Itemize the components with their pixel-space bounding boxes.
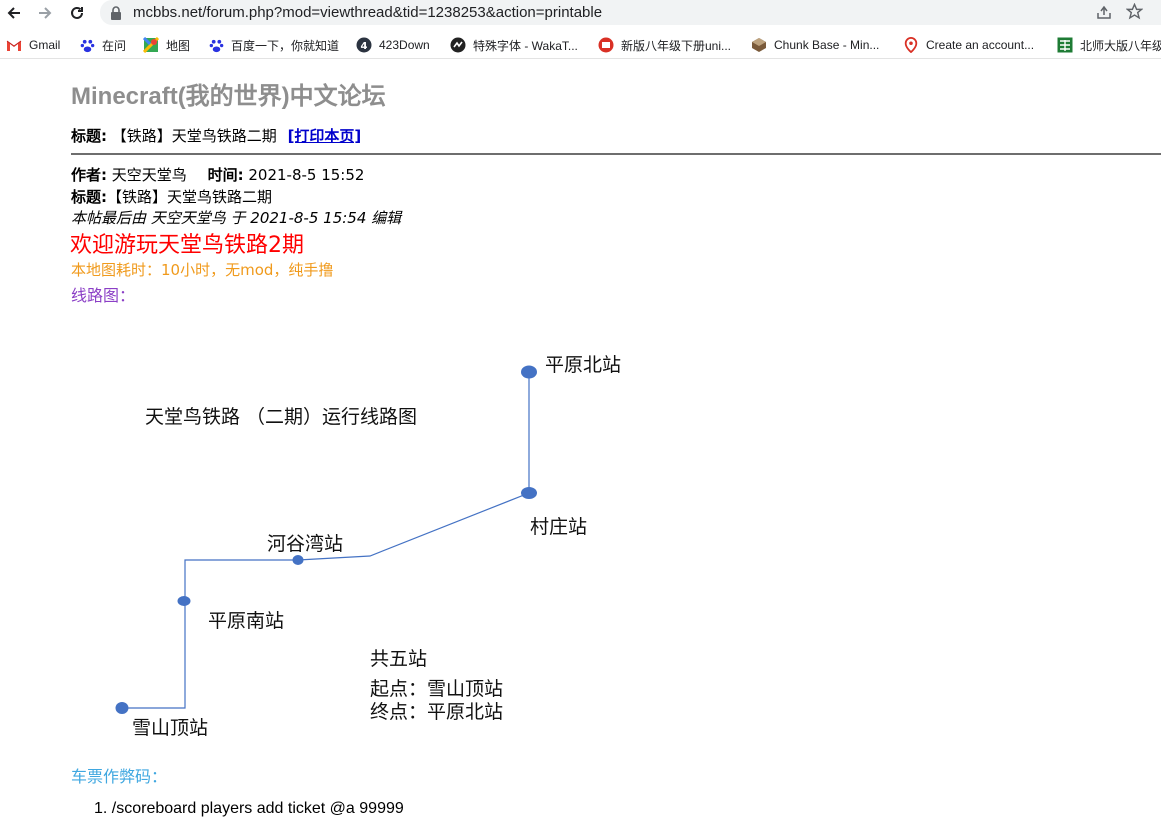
start-station: 起点：雪山顶站 (370, 678, 504, 700)
map-info: 本地图耗时：10小时，无mod，纯手撸 (71, 261, 334, 279)
subject-line: 标题: 【铁路】天堂鸟铁路二期 [打印本页] (71, 125, 361, 146)
bookmark-label: 特殊字体 - WakaT... (473, 38, 578, 53)
baidu-paw-icon (208, 37, 224, 53)
address-bar[interactable]: mcbbs.net/forum.php?mod=viewthread&tid=1… (100, 0, 1161, 25)
station-label-village: 村庄站 (530, 516, 588, 538)
station-node-pingyuan-south (177, 596, 191, 606)
bookmark-label: Chunk Base - Min... (774, 38, 880, 52)
browser-toolbar: mcbbs.net/forum.php?mod=viewthread&tid=1… (0, 0, 1161, 25)
lock-icon[interactable] (110, 5, 122, 24)
share-icon[interactable] (1096, 4, 1112, 24)
bookmark-label: Gmail (29, 38, 61, 52)
bookmark-chunkbase[interactable]: Chunk Base - Min... (751, 35, 879, 55)
diagram-title: 天堂鸟铁路 （二期）运行线路图 (145, 406, 418, 428)
bookmark-maps[interactable]: 地图 (143, 35, 190, 55)
location-pin-icon (903, 37, 919, 53)
bookmark-gmail[interactable]: Gmail (6, 35, 60, 55)
ticket-cheat-label: 车票作弊码： (71, 767, 168, 786)
bookmark-label: 地图 (166, 38, 191, 53)
author-name: 天空天堂鸟 (111, 166, 187, 184)
station-node-pingyuan-north (521, 365, 537, 379)
bookmark-create-account[interactable]: Create an account... (903, 35, 1034, 55)
url-text[interactable]: mcbbs.net/forum.php?mod=viewthread&tid=1… (133, 4, 603, 21)
time-label: 时间: (207, 166, 244, 184)
bookmark-label: 百度一下，你就知道 (231, 38, 340, 53)
bookmark-label: 423Down (379, 38, 430, 52)
maps-icon (143, 37, 159, 53)
bookmark-star-icon[interactable] (1125, 2, 1144, 24)
print-page-link[interactable]: [打印本页] (287, 127, 362, 145)
post-time: 2021-8-5 15:52 (248, 166, 365, 184)
station-node-snow-peak (115, 702, 129, 714)
station-label-pingyuan-south: 平原南站 (208, 610, 285, 632)
site-title: Minecraft(我的世界)中文论坛 (71, 83, 386, 110)
bookmark-label: 在问 (102, 38, 127, 53)
baidu-paw-icon (79, 37, 95, 53)
post-title-line: 标题:【铁路】天堂鸟铁路二期 (71, 186, 272, 207)
header-divider (71, 153, 1161, 155)
post-title-label: 标题: (71, 188, 107, 206)
subject-label: 标题: (71, 127, 107, 145)
gmail-icon (6, 37, 22, 53)
wakatime-icon (450, 37, 466, 53)
post-meta: 作者: 天空天堂鸟 时间: 2021-8-5 15:52 (71, 164, 364, 185)
station-label-river-valley: 河谷湾站 (267, 533, 344, 555)
end-station: 终点：平原北站 (370, 701, 504, 723)
bookmark-zaiwen[interactable]: 在问 (79, 35, 126, 55)
bnu-icon (1057, 37, 1073, 53)
bookmark-label: 北师大版八年级 (1080, 38, 1161, 53)
chunkbase-icon (751, 37, 767, 53)
command-list: 1. /scoreboard players add ticket @a 999… (94, 800, 404, 818)
back-icon[interactable] (3, 2, 25, 24)
bookmark-bnu[interactable]: 北师大版八年级 (1057, 35, 1161, 55)
svg-text:4: 4 (361, 41, 368, 52)
bookmark-label: Create an account... (926, 38, 1035, 52)
post-title: 【铁路】天堂鸟铁路二期 (107, 188, 273, 206)
bookmark-423down[interactable]: 4 423Down (356, 35, 430, 55)
reload-icon[interactable] (66, 2, 88, 24)
textbook-icon (598, 37, 614, 53)
station-node-village (521, 487, 537, 499)
welcome-heading: 欢迎游玩天堂鸟铁路2期 (70, 233, 304, 258)
edited-note: 本帖最后由 天空天堂鸟 于 2021-8-5 15:54 编辑 (71, 209, 402, 227)
bookmark-label: 新版八年级下册uni... (621, 38, 732, 53)
423down-icon: 4 (356, 37, 372, 53)
station-label-pingyuan-north: 平原北站 (545, 354, 622, 376)
command-item: 1. /scoreboard players add ticket @a 999… (94, 800, 404, 817)
subject-text: 【铁路】天堂鸟铁路二期 (111, 127, 277, 145)
bookmarks-bar: Gmail 在问 地图 百度一下，你就知道 4 423Down 特殊字体 - W… (0, 31, 1161, 59)
bookmark-baidu[interactable]: 百度一下，你就知道 (208, 35, 339, 55)
bookmark-textbook[interactable]: 新版八年级下册uni... (598, 35, 731, 55)
station-node-river-valley (292, 555, 304, 565)
route-map-label: 线路图： (71, 286, 136, 305)
station-count: 共五站 (370, 648, 428, 670)
bookmark-wakatime[interactable]: 特殊字体 - WakaT... (450, 35, 578, 55)
author-label: 作者: (71, 166, 107, 184)
station-label-snow-peak: 雪山顶站 (132, 717, 209, 739)
forward-icon[interactable] (34, 2, 56, 24)
